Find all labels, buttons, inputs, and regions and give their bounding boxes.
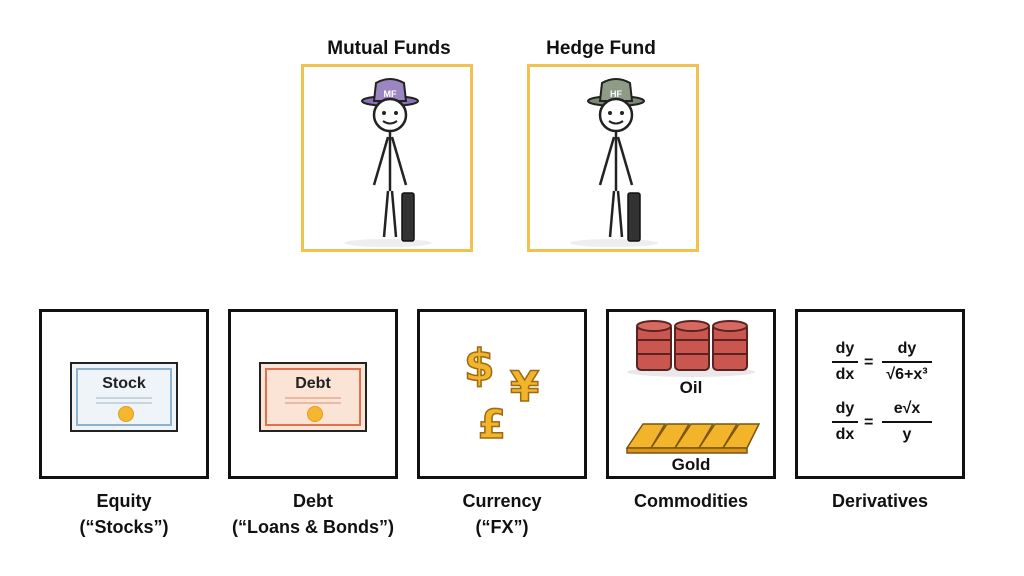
mf-hat-badge: MF xyxy=(384,89,397,99)
hedge-fund-manager-figure: HF xyxy=(570,78,658,247)
currency-box: $ ¥ £ xyxy=(417,309,587,479)
gold-label: Gold xyxy=(671,455,711,474)
mutual-funds-box: MF xyxy=(301,64,473,252)
equity-box: Stock xyxy=(39,309,209,479)
gold-bars-icon xyxy=(625,423,761,454)
seal-icon xyxy=(307,406,323,422)
derivatives-label: Derivatives xyxy=(831,491,929,511)
stock-certificate-text: Stock xyxy=(102,375,146,392)
oil-label: Oil xyxy=(679,378,703,397)
seal-icon xyxy=(118,406,134,422)
dollar-icon: $ xyxy=(463,339,495,392)
debt-certificate-icon: Debt xyxy=(259,362,367,432)
debt-certificate-text: Debt xyxy=(295,375,331,392)
commodities-label: Commodities xyxy=(633,491,748,511)
mutual-fund-manager-figure: MF xyxy=(344,78,432,247)
currency-label: Currency (“FX”) xyxy=(462,491,542,537)
hedge-fund-title: Hedge Fund xyxy=(546,38,656,59)
commodities-icon xyxy=(625,320,761,454)
hedge-fund-box: HF xyxy=(527,64,699,252)
stock-certificate-icon: Stock xyxy=(70,362,178,432)
equity-label: Equity (“Stocks”) xyxy=(79,491,169,537)
pound-icon: £ xyxy=(477,401,506,449)
briefcase-icon xyxy=(627,192,641,242)
briefcase-icon xyxy=(401,192,415,242)
debt-box: Debt xyxy=(228,309,398,479)
mutual-funds-title: Mutual Funds xyxy=(327,38,451,59)
yen-icon: ¥ xyxy=(509,361,540,412)
hf-hat-badge: HF xyxy=(610,89,622,99)
debt-label: Debt (“Loans & Bonds”) xyxy=(232,491,394,537)
commodities-box: Oil Gold xyxy=(606,309,776,479)
oil-barrels-icon xyxy=(636,320,748,371)
